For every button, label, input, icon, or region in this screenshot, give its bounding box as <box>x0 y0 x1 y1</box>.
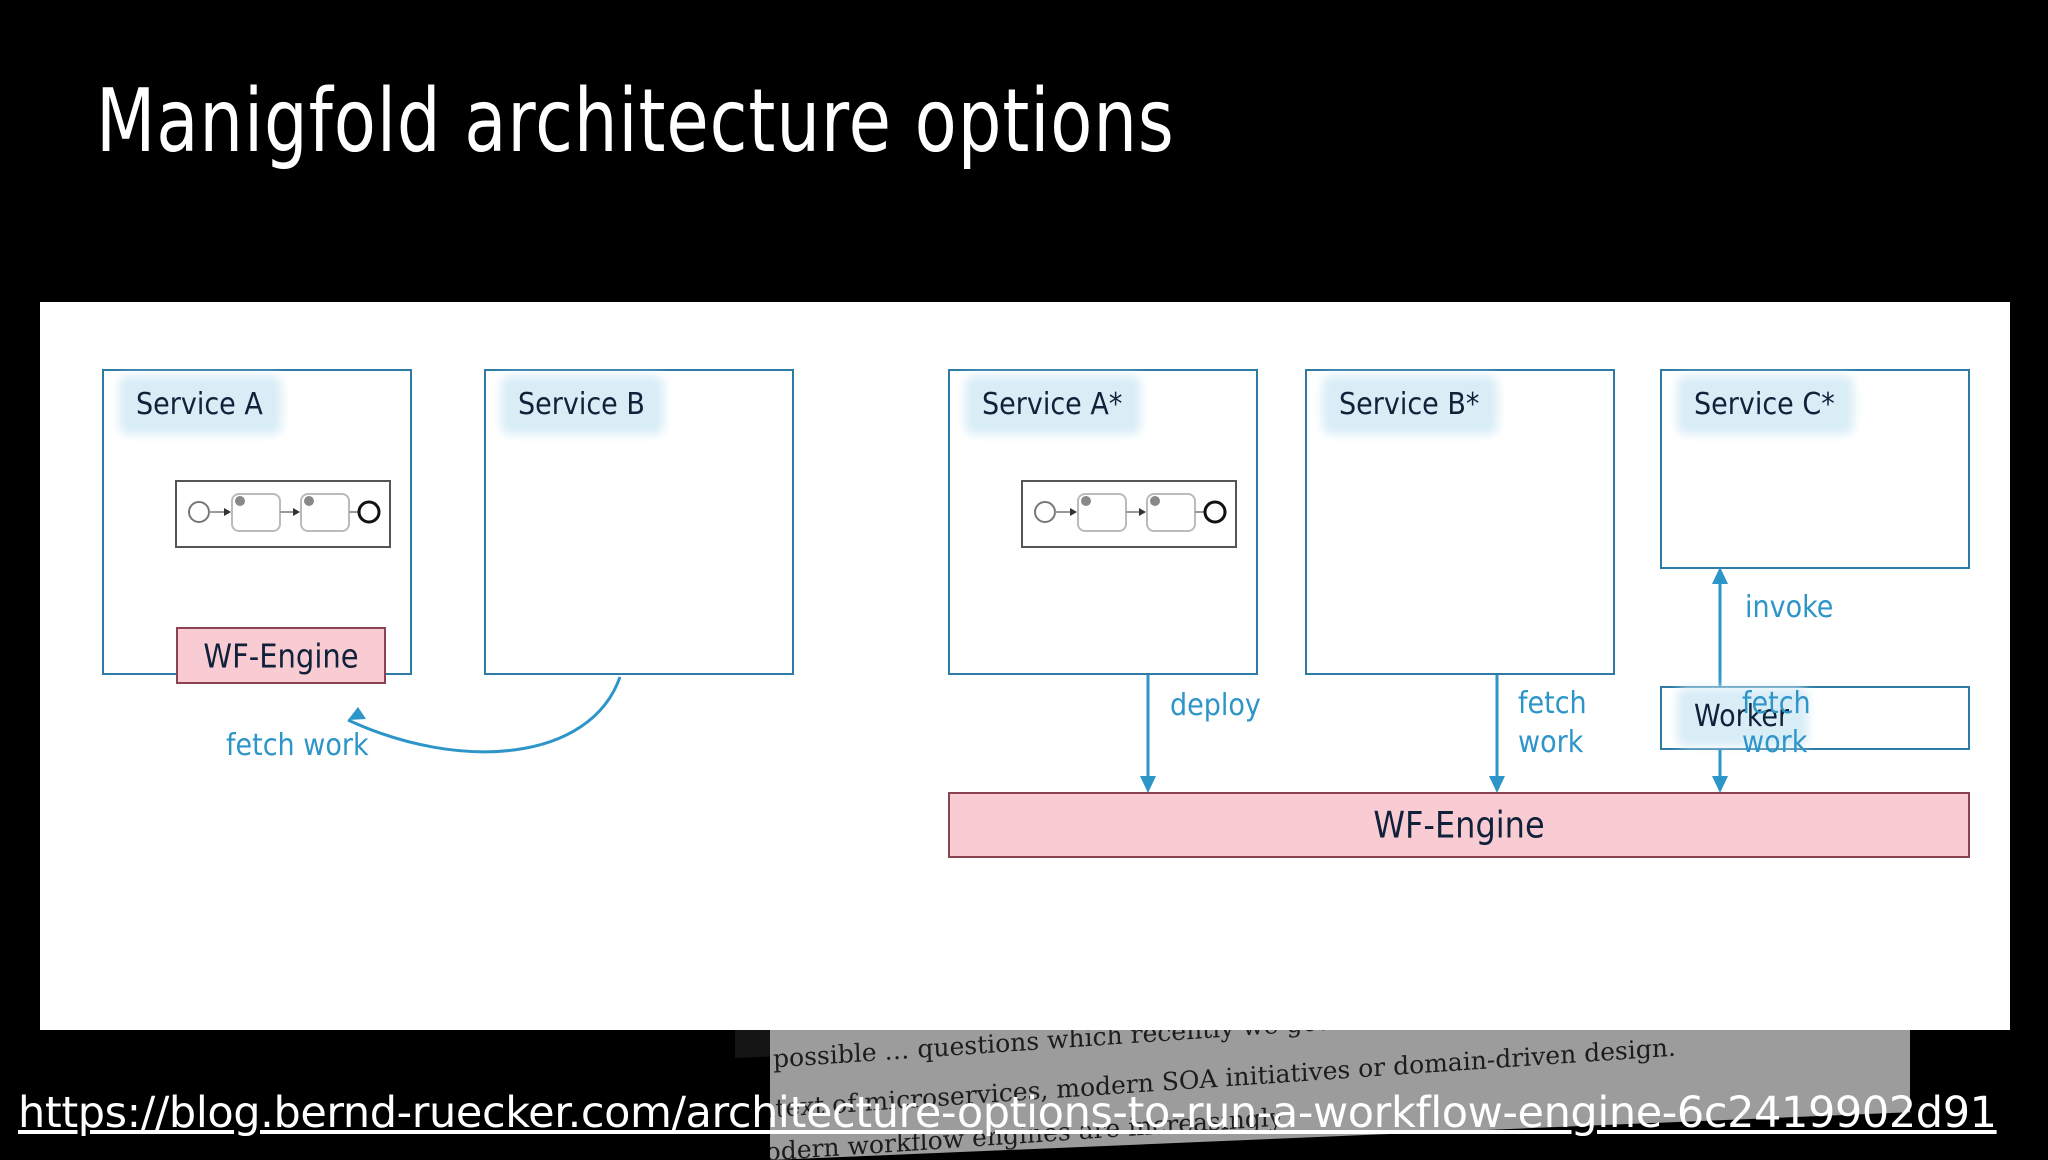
deploy-arrow <box>1140 675 1156 793</box>
fetch-work-arrow-left <box>347 676 622 754</box>
wf-engine-bar-right[interactable]: WF-Engine <box>948 792 1970 858</box>
process-model-a <box>175 480 391 548</box>
fetch-work-arrow-b-star <box>1489 675 1505 793</box>
bpmn-diagram-icon <box>188 493 381 532</box>
annotation-deploy: deploy <box>1170 688 1261 723</box>
page-title: Manigfold architecture options <box>96 70 1175 173</box>
annotation-fetch-work-worker: fetch work <box>1742 686 1811 760</box>
invoke-arrow <box>1712 567 1728 689</box>
annotation-fetch-work-left: fetch work <box>226 728 369 763</box>
source-url-link[interactable]: https://blog.bernd-ruecker.com/architect… <box>18 1088 1997 1138</box>
service-label-b: Service B <box>508 383 657 427</box>
bpmn-diagram-icon <box>1034 493 1227 532</box>
service-label-b-star: Service B* <box>1329 383 1492 427</box>
annotation-invoke: invoke <box>1745 590 1834 625</box>
service-label-a-star: Service A* <box>972 383 1135 427</box>
fetch-work-arrow-worker <box>1712 750 1728 793</box>
wf-engine-box-left[interactable]: WF-Engine <box>176 627 386 684</box>
process-model-a-star <box>1021 480 1237 548</box>
diagram-canvas: Service A WF-Engine Service B fetch work… <box>40 302 2010 1030</box>
worker-label: Worker <box>1684 695 1802 739</box>
annotation-fetch-work-b-star: fetch work <box>1518 686 1587 760</box>
wf-engine-label-right: WF-Engine <box>1373 803 1545 847</box>
service-label-c-star: Service C* <box>1684 383 1847 427</box>
wf-engine-label-left: WF-Engine <box>203 636 359 675</box>
service-label-a: Service A <box>126 383 275 427</box>
